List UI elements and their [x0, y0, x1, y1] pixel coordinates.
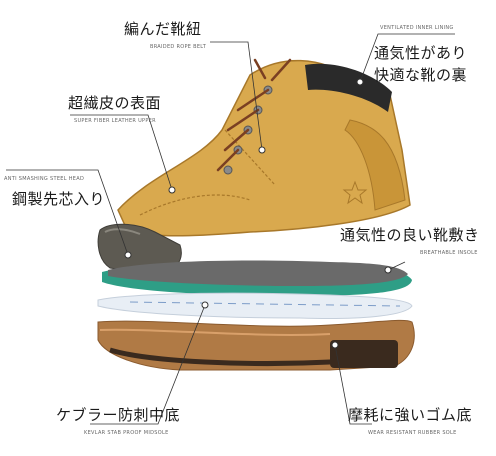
boot-toe-stitch [139, 194, 251, 216]
breathable-insole [102, 260, 412, 296]
star-logo [342, 180, 368, 205]
braided-rope-en: BRAIDED ROPE BELT [150, 44, 207, 50]
rubber-outsole [97, 319, 415, 371]
rubber-sole-jp: 摩耗に強いゴム底 [348, 406, 473, 424]
ventilated-lining-jp-line1: 通気性があり [374, 44, 468, 62]
ventilated-lining-en: VENTILATED INNER LINING [380, 25, 454, 31]
steel-head-jp: 鋼製先芯入り [12, 190, 106, 208]
breathable-insole-en: BREATHABLE INSOLE [420, 250, 478, 256]
super-fiber-jp: 超繊皮の表面 [68, 94, 162, 112]
callout-lines [6, 33, 455, 425]
braided-rope-jp: 編んだ靴紐 [124, 20, 202, 38]
boot-heel-counter [344, 119, 406, 211]
steel-head-en: ANTI SMASHING STEEL HEAD [4, 176, 85, 182]
kevlar-midsole-jp: ケブラー防刺中底 [56, 406, 181, 424]
boot-lace-stitch [224, 129, 276, 186]
rubber-sole-en: WEAR RESISTANT RUBBER SOLE [368, 430, 457, 436]
boot-collar [305, 63, 392, 112]
ventilated-lining-jp-line2: 快適な靴の裏 [374, 66, 468, 84]
kevlar-midsole [97, 292, 413, 319]
super-fiber-en: SUPER FIBER LEATHER UPPER [74, 118, 156, 124]
boot-laces [216, 58, 292, 172]
kevlar-midsole-en: KEVLAR STAB PROOF MIDSOLE [84, 430, 169, 436]
callout-dots [124, 78, 392, 349]
breathable-insole-jp: 通気性の良い靴敷き [340, 226, 480, 244]
